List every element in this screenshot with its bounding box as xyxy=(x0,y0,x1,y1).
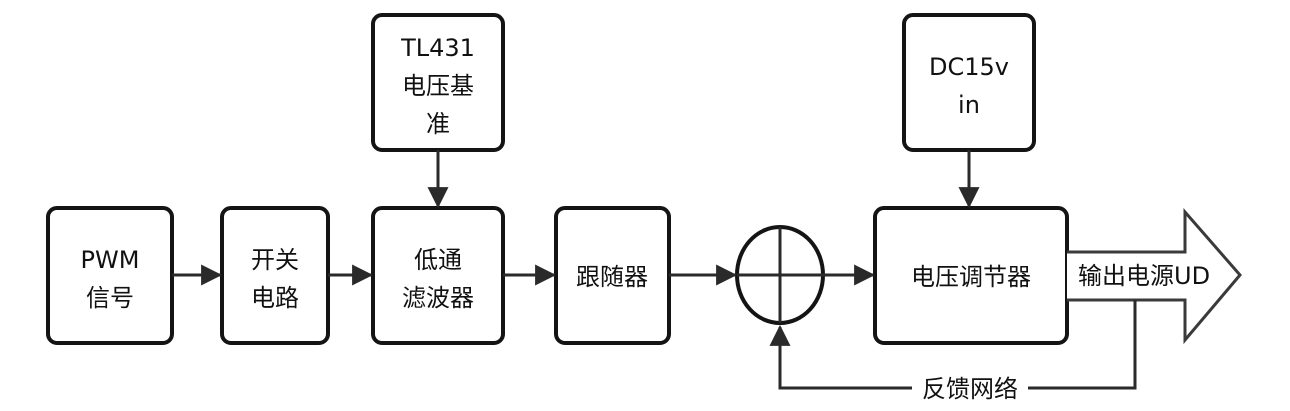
tl431-reference-line-2: 电压基 xyxy=(402,72,474,100)
feedback-line-left xyxy=(769,324,912,390)
feedback-network-path: 反馈网络 xyxy=(769,300,1137,403)
dc15v-input-line-2: in xyxy=(958,91,980,119)
follower-label: 跟随器 xyxy=(576,263,648,291)
output-power-label: 输出电源UD xyxy=(1078,262,1210,290)
output-arrow: 输出电源UD xyxy=(1067,208,1242,345)
tl431-reference-line-3: 准 xyxy=(426,110,450,138)
switch-circuit-line-1: 开关 xyxy=(251,246,299,274)
low-pass-filter-line-2: 滤波器 xyxy=(402,284,474,312)
feedback-line-right xyxy=(1028,300,1137,390)
summing-junction xyxy=(735,225,825,325)
tl431-reference-line-1: TL431 xyxy=(400,34,475,62)
follower-block: 跟随器 xyxy=(554,206,671,345)
pwm-signal-line-2: 信号 xyxy=(86,284,134,312)
feedback-network-label: 反馈网络 xyxy=(922,375,1018,403)
pwm-signal-block: PWM 信号 xyxy=(46,206,174,345)
dc15v-input-block: DC15v in xyxy=(902,13,1036,152)
voltage-regulator-label: 电压调节器 xyxy=(911,263,1031,291)
switch-circuit-line-2: 电路 xyxy=(251,284,299,312)
pwm-signal-line-1: PWM xyxy=(81,246,140,274)
low-pass-filter-block: 低通 滤波器 xyxy=(371,206,505,345)
tl431-reference-block: TL431 电压基 准 xyxy=(371,13,505,152)
switch-circuit-block: 开关 电路 xyxy=(220,206,330,345)
voltage-regulator-block: 电压调节器 xyxy=(873,206,1069,345)
dc15v-input-line-1: DC15v xyxy=(929,53,1009,81)
low-pass-filter-line-1: 低通 xyxy=(414,246,462,274)
